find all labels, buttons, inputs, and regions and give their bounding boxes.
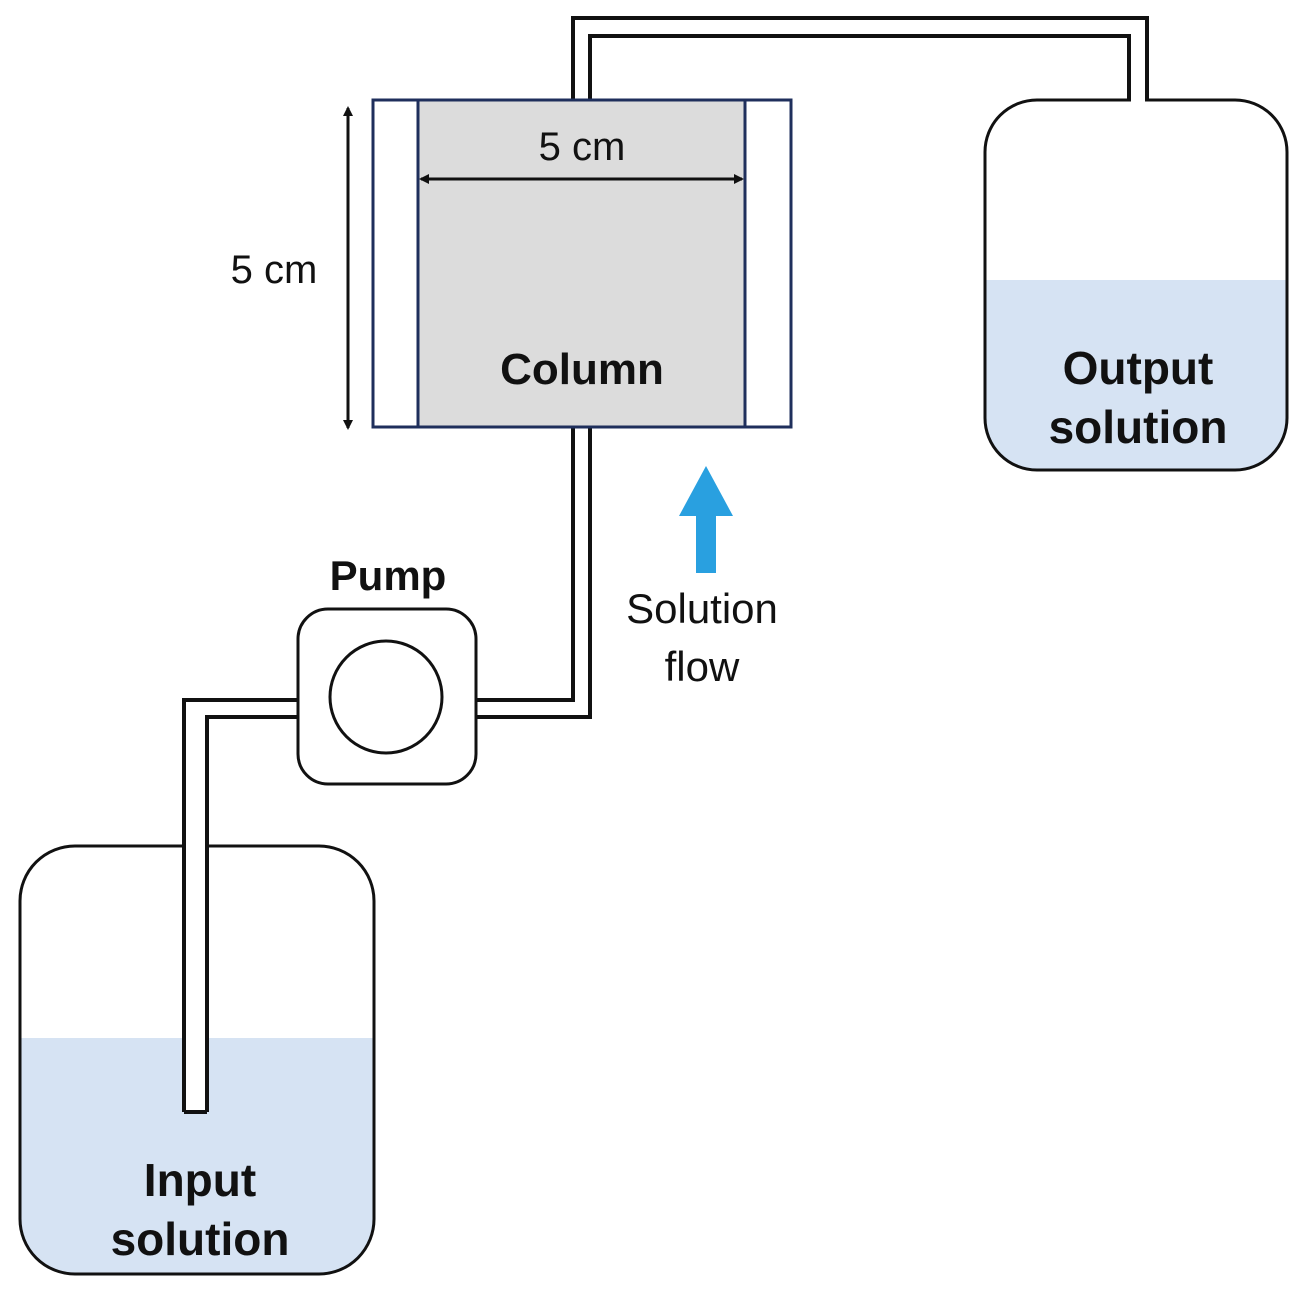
column-frame: [371, 98, 793, 429]
outlet-tube: [571, 16, 1149, 100]
output-label-line2: solution: [1049, 401, 1228, 453]
solution-flow: Solution flow: [626, 466, 778, 690]
column-packing: [418, 100, 745, 427]
pump-to-column-tube: [476, 428, 592, 719]
pump: Pump: [296, 552, 478, 786]
pump-rotor: [328, 639, 444, 755]
column-label: Column: [500, 345, 664, 394]
height-dimension-label: 5 cm: [231, 248, 318, 292]
solution-flow-arrow-icon: [679, 466, 733, 573]
height-dimension: 5 cm: [231, 106, 353, 430]
column: Column: [371, 98, 793, 429]
output-bottle: Output solution: [983, 97, 1289, 472]
output-label-line1: Output: [1063, 342, 1214, 394]
solution-flow-label-line2: flow: [665, 643, 740, 690]
output-liquid: [985, 280, 1287, 470]
pump-label: Pump: [330, 552, 447, 599]
solution-flow-label-line1: Solution: [626, 585, 778, 632]
inlet-tube: [182, 698, 298, 1114]
input-label-line1: Input: [144, 1154, 256, 1206]
input-label-line2: solution: [111, 1213, 290, 1265]
width-dimension: 5 cm: [419, 125, 744, 184]
width-dimension-label: 5 cm: [539, 125, 626, 169]
